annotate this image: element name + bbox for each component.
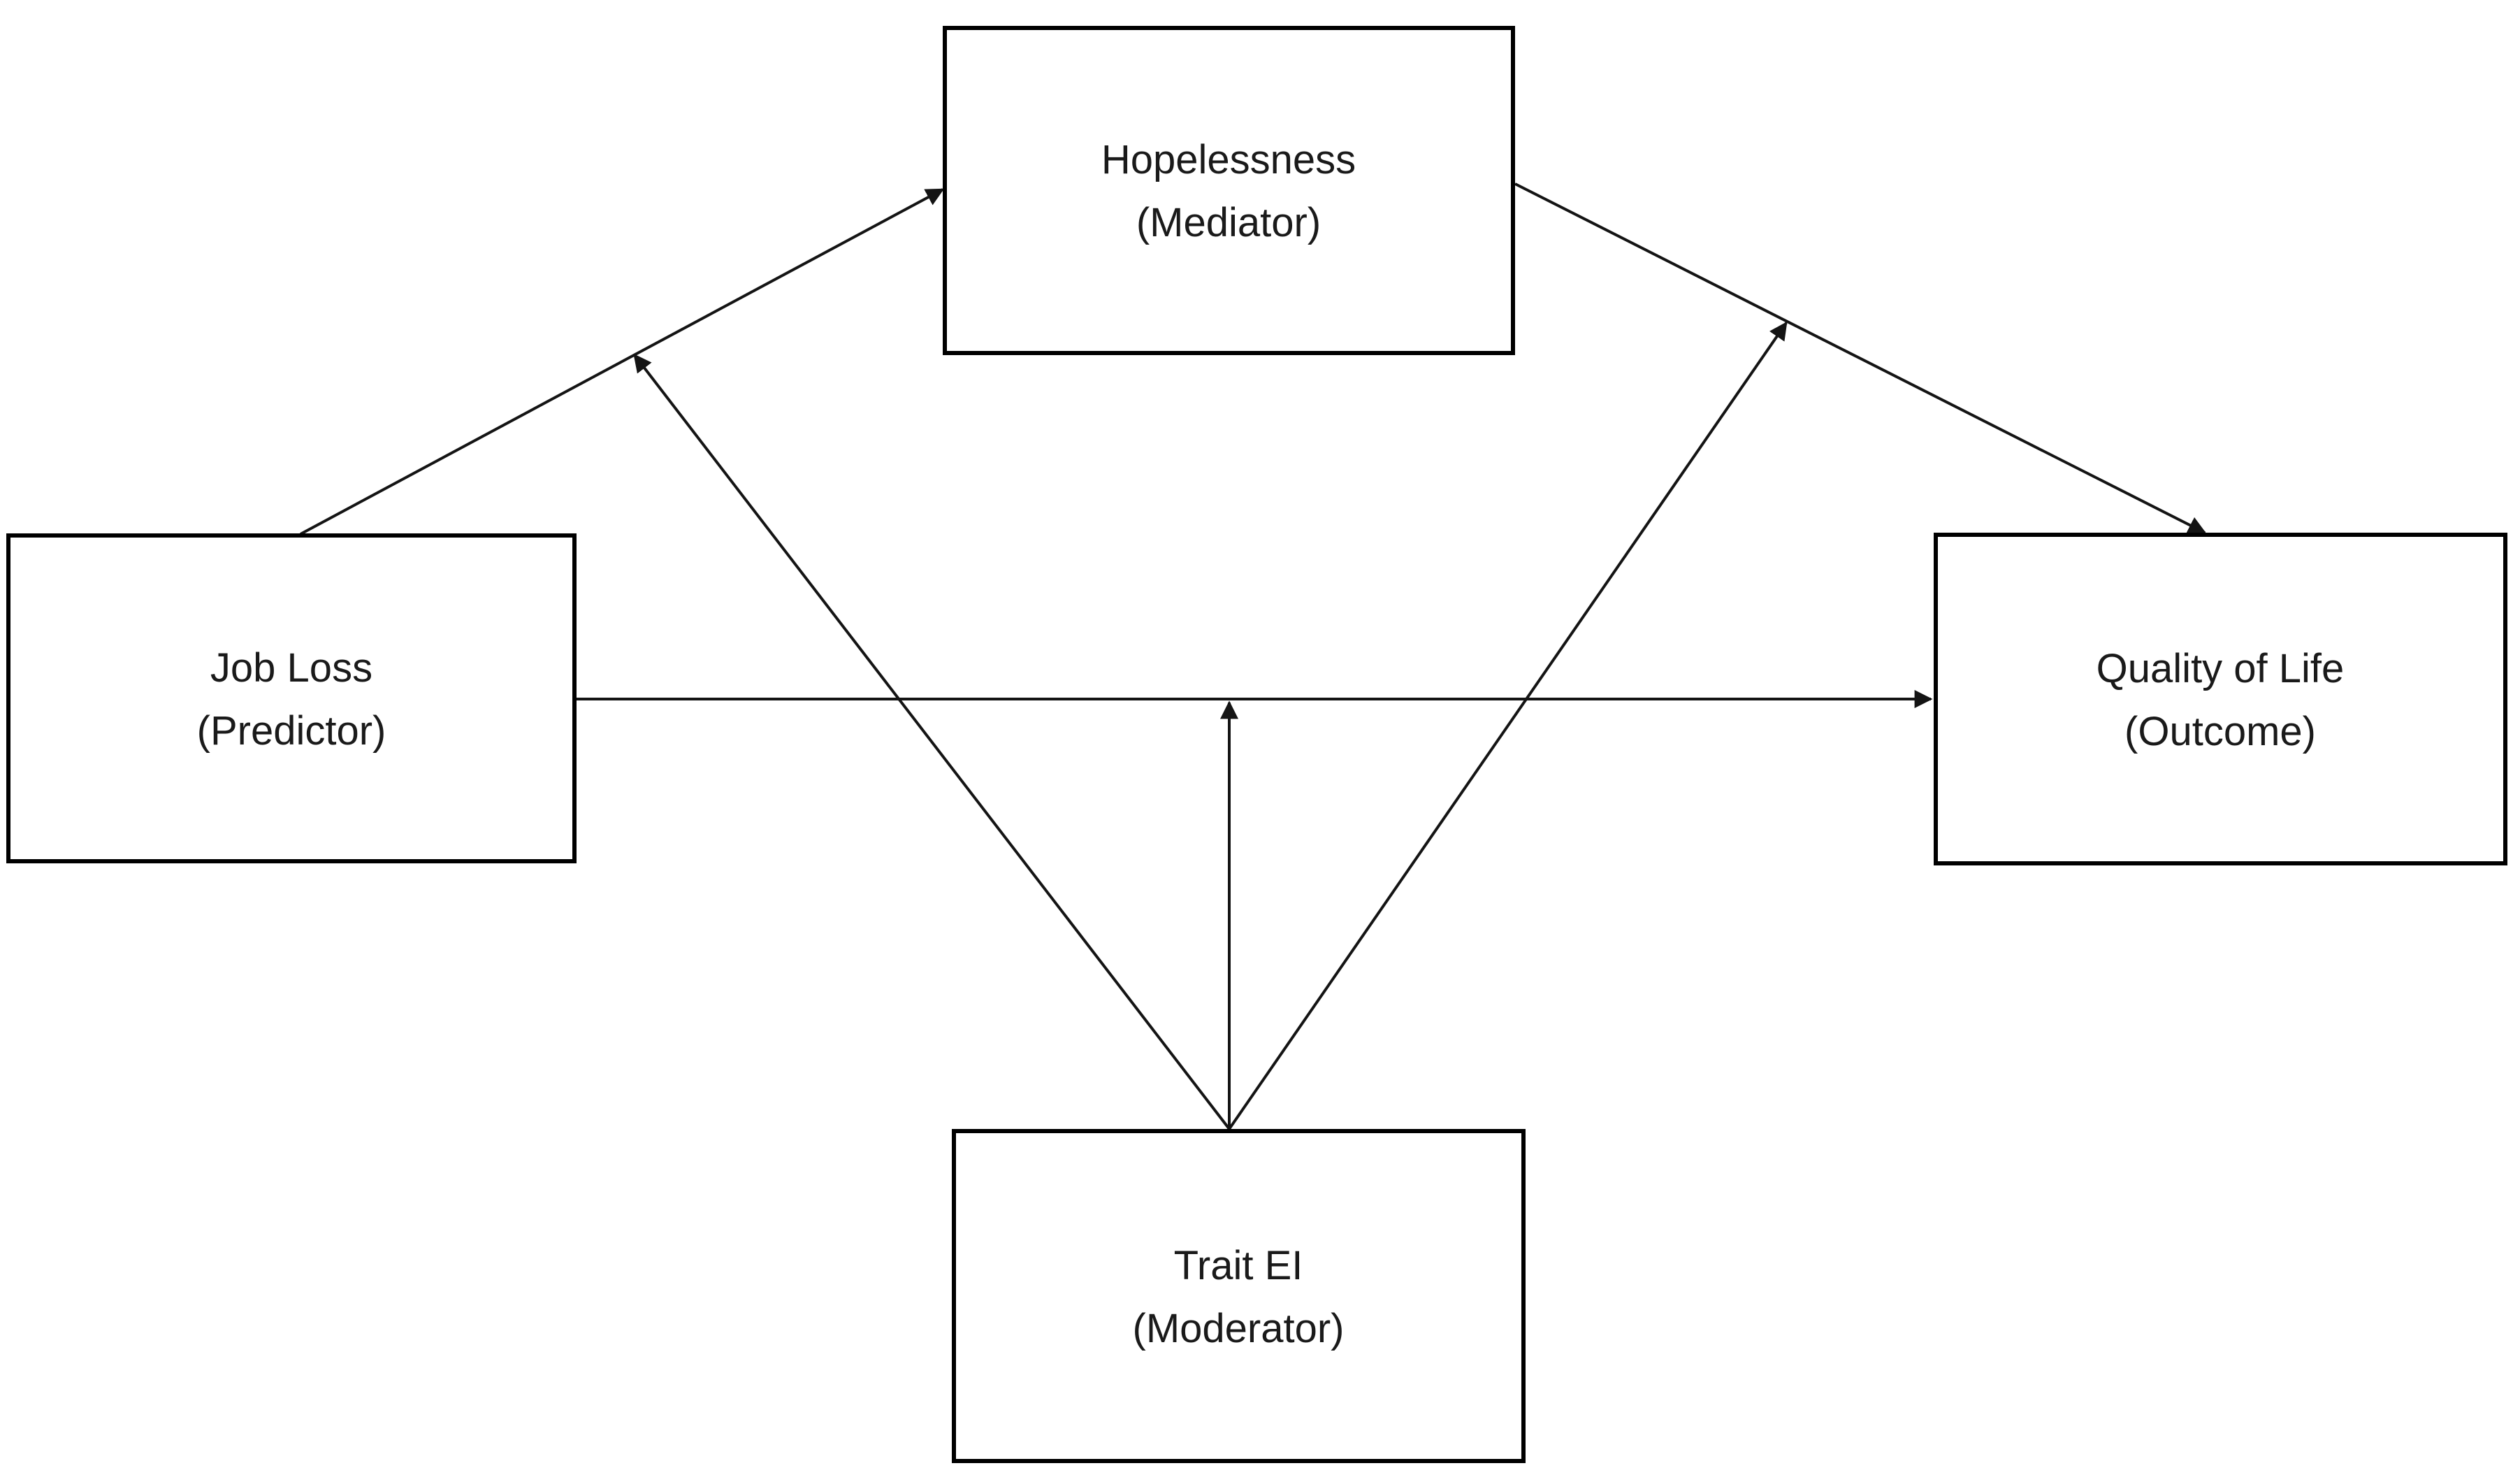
node-moderator-sublabel: (Moderator) bbox=[1133, 1306, 1345, 1351]
node-mediator-label: Hopelessness bbox=[1101, 137, 1356, 182]
node-predictor-box bbox=[6, 533, 577, 863]
node-outcome-sublabel: (Outcome) bbox=[2124, 709, 2316, 754]
node-mediator: Hopelessness (Mediator) bbox=[943, 26, 1515, 355]
node-mediator-sublabel: (Mediator) bbox=[1136, 200, 1321, 245]
arrow-moderator-to-a-path bbox=[633, 353, 1231, 1130]
node-predictor-label: Job Loss bbox=[210, 645, 372, 691]
arrow-moderator-to-b-path bbox=[1228, 321, 1788, 1130]
node-predictor-sublabel: (Predictor) bbox=[197, 708, 386, 754]
node-outcome-box bbox=[1934, 533, 2507, 865]
node-outcome-label: Quality of Life bbox=[2097, 646, 2345, 691]
node-moderator-box bbox=[952, 1129, 1526, 1463]
node-moderator: Trait EI (Moderator) bbox=[952, 1129, 1526, 1463]
arrow-predictor-to-mediator bbox=[300, 188, 945, 535]
node-outcome: Quality of Life (Outcome) bbox=[1934, 533, 2507, 865]
node-predictor: Job Loss (Predictor) bbox=[6, 533, 577, 863]
arrow-mediator-to-outcome bbox=[1514, 182, 2207, 534]
node-mediator-box bbox=[943, 26, 1515, 355]
node-moderator-label: Trait EI bbox=[1174, 1243, 1303, 1288]
